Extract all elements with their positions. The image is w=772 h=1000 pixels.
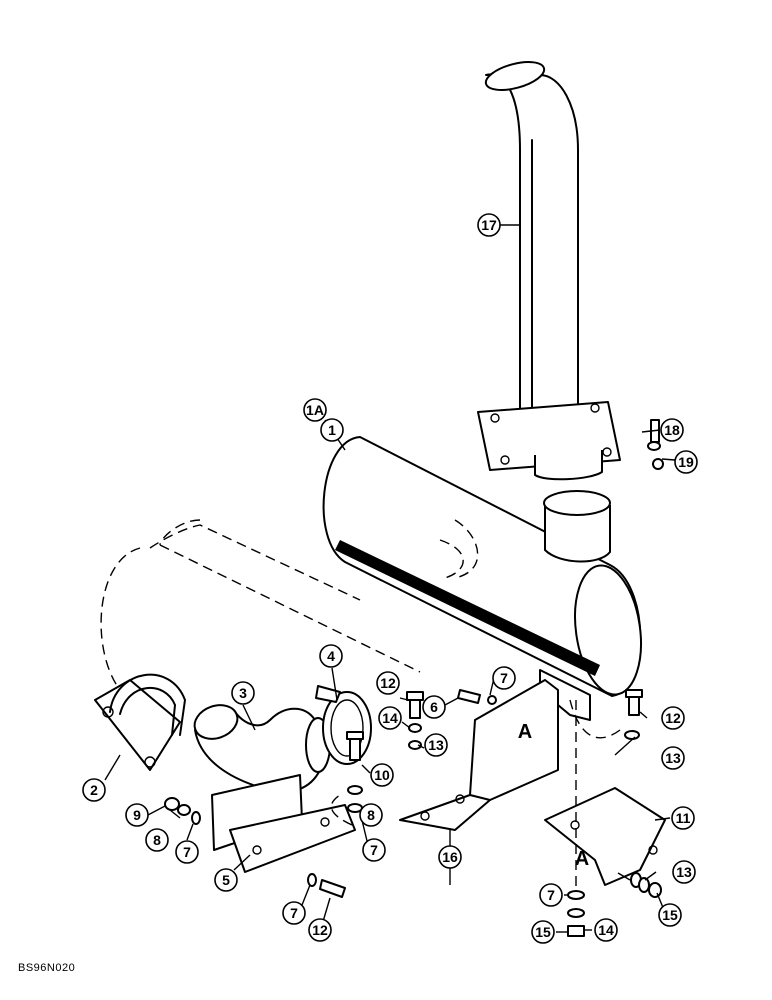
svg-text:3: 3 — [239, 685, 247, 701]
svg-text:7: 7 — [547, 887, 555, 903]
svg-text:11: 11 — [676, 810, 691, 826]
svg-text:14: 14 — [598, 922, 614, 938]
svg-text:13: 13 — [428, 737, 444, 753]
svg-text:16: 16 — [442, 849, 458, 865]
svg-text:8: 8 — [153, 832, 161, 848]
callout-9: 9 — [125, 803, 149, 827]
exhaust-stack — [477, 61, 621, 481]
callout-18: 18 — [660, 418, 684, 442]
svg-text:15: 15 — [535, 924, 551, 940]
callout-7-lower-right: 7 — [539, 883, 563, 907]
svg-text:19: 19 — [678, 454, 694, 470]
drawing-code: BS96N020 — [18, 962, 76, 974]
svg-text:8: 8 — [367, 807, 375, 823]
callout-17: 17 — [477, 213, 501, 237]
angle-bracket-5 — [211, 774, 356, 873]
callout-6: 6 — [422, 695, 446, 719]
svg-text:13: 13 — [665, 750, 681, 766]
callout-12-right: 12 — [661, 706, 685, 730]
svg-text:10: 10 — [374, 767, 390, 783]
callout-12-bottom: 12 — [308, 918, 332, 942]
callout-10: 10 — [370, 763, 394, 787]
alternate-muffler-outline — [100, 519, 421, 691]
svg-text:14: 14 — [382, 710, 398, 726]
callout-8-middle: 8 — [359, 803, 383, 827]
svg-text:6: 6 — [430, 699, 438, 715]
muffler — [322, 436, 642, 721]
svg-text:7: 7 — [500, 670, 508, 686]
svg-text:18: 18 — [664, 422, 680, 438]
alignment-lines — [330, 699, 621, 890]
svg-text:13: 13 — [676, 864, 692, 880]
callout-7-bottom: 7 — [282, 901, 306, 925]
callout-13-right: 13 — [661, 746, 685, 770]
svg-text:12: 12 — [312, 922, 328, 938]
callout-13-lower: 13 — [672, 860, 696, 884]
callout-7-left: 7 — [175, 840, 199, 864]
mounting-bracket-16 — [399, 679, 559, 831]
svg-text:7: 7 — [183, 844, 191, 860]
svg-text:9: 9 — [133, 807, 141, 823]
callout-13-upper: 13 — [424, 733, 448, 757]
callout-16: 16 — [438, 845, 462, 869]
clamp-bracket-2 — [94, 673, 186, 771]
svg-text:7: 7 — [290, 905, 298, 921]
callout-3: 3 — [231, 681, 255, 705]
callout-14-lower: 14 — [594, 918, 618, 942]
callout-7-upper: 7 — [492, 666, 516, 690]
svg-text:2: 2 — [90, 782, 98, 798]
callout-2: 2 — [82, 778, 106, 802]
svg-text:17: 17 — [481, 217, 497, 233]
callout-11: 11 — [671, 806, 695, 830]
callout-14-upper: 14 — [378, 706, 402, 730]
svg-text:12: 12 — [380, 675, 396, 691]
callout-4: 4 — [319, 644, 343, 668]
callout-5: 5 — [214, 868, 238, 892]
svg-text:5: 5 — [222, 872, 230, 888]
callout-1a: 1A — [303, 398, 327, 422]
mounting-bracket-11 — [544, 787, 666, 886]
svg-text:15: 15 — [662, 907, 678, 923]
view-marker-a-upper: A — [518, 721, 532, 743]
svg-text:1: 1 — [328, 422, 336, 438]
callout-8-left: 8 — [145, 828, 169, 852]
svg-text:7: 7 — [370, 842, 378, 858]
callout-19: 19 — [674, 450, 698, 474]
callout-1: 1 — [320, 418, 344, 442]
elbow-pipe — [193, 704, 331, 793]
svg-text:4: 4 — [327, 648, 335, 664]
callout-15-right: 15 — [658, 903, 682, 927]
callout-7-middle: 7 — [362, 838, 386, 862]
callout-12-upper: 12 — [376, 671, 400, 695]
callout-15-left: 15 — [531, 920, 555, 944]
svg-text:1A: 1A — [306, 402, 324, 418]
view-marker-a-lower: A — [575, 848, 589, 870]
svg-text:12: 12 — [665, 710, 681, 726]
